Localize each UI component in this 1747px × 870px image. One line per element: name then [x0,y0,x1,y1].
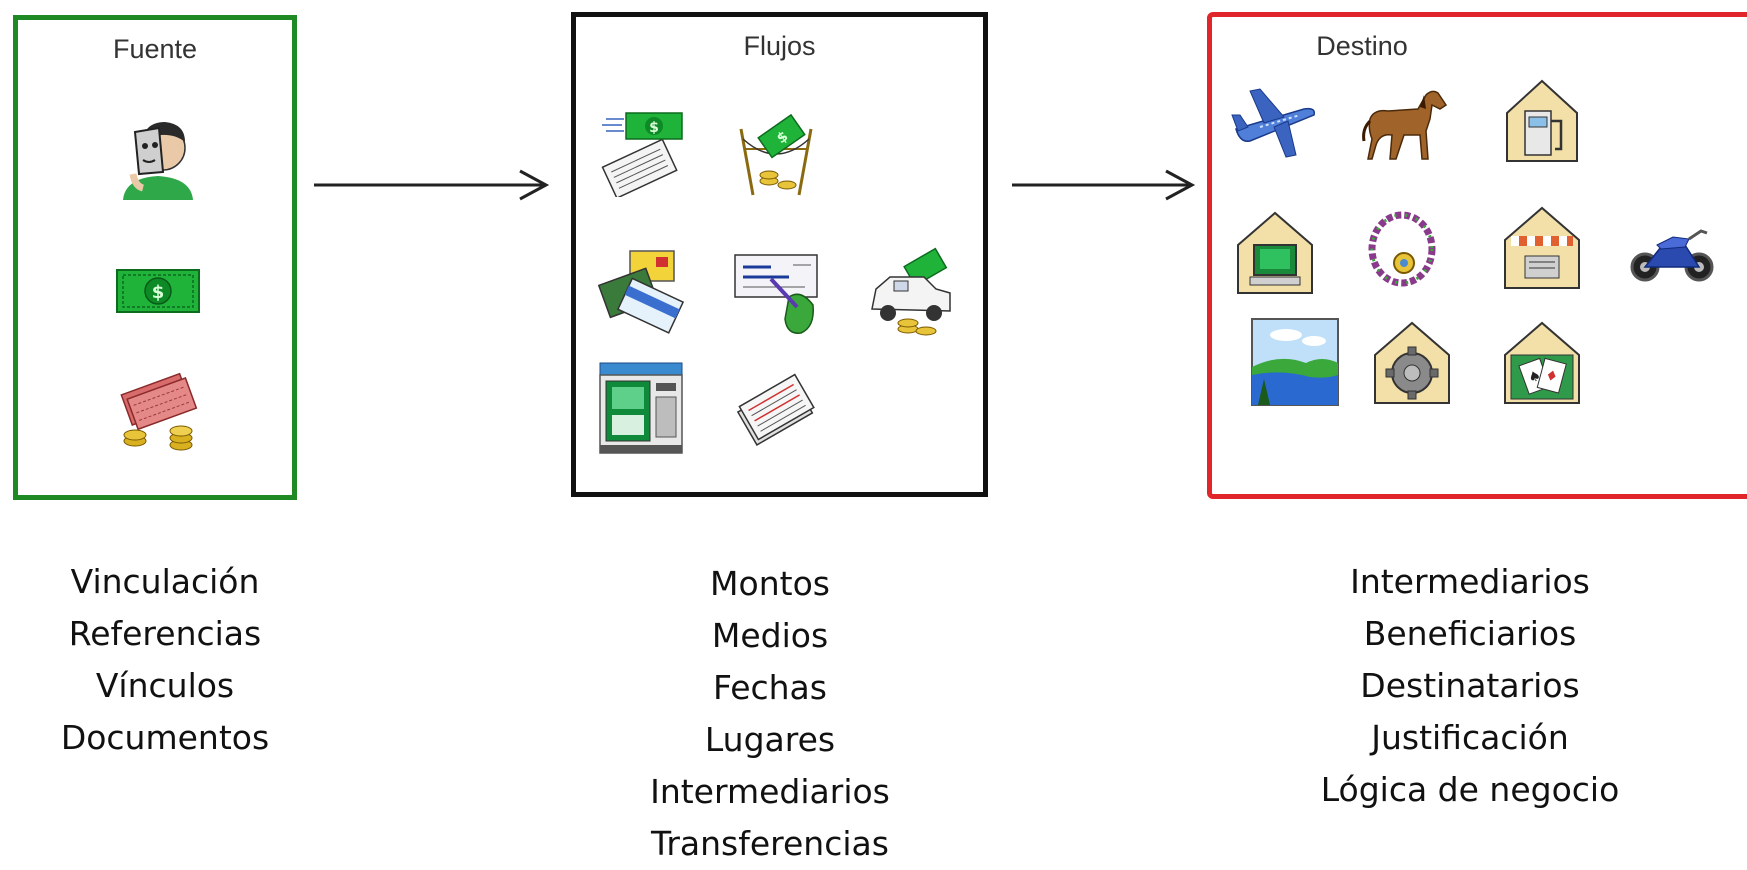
casino-house-icon: ♠ ♦ [1497,317,1587,407]
stock-certificates-icon [731,367,821,457]
person-mask-icon [113,112,203,202]
caption-item: Destinatarios [1360,666,1580,705]
gas-station-icon [1497,75,1587,165]
caption-item: Fechas [713,668,827,707]
caption-item: Vinculación [70,562,260,601]
panel-title-destino: Destino [1316,31,1408,61]
factory-gear-icon [1367,317,1457,407]
armored-car-money-icon [866,247,956,337]
panel-flujos: Flujos $ $ [571,12,988,497]
svg-text:$: $ [649,120,659,136]
caption-item: Vínculos [95,666,235,705]
caption-item: Lugares [704,720,836,759]
panel-title-flujos: Flujos [743,31,816,61]
motorcycle-icon [1627,209,1717,299]
arrow-fuente-to-flujos [314,169,550,201]
arrow-flujos-to-destino [1012,169,1196,201]
landscape-painting-icon [1250,317,1340,407]
svg-text:$: $ [152,282,165,303]
svg-text:♦: ♦ [1543,367,1559,386]
panel-fuente: Fuente $ [13,15,297,500]
caption-item: Montos [710,564,830,603]
dollar-bill-icon: $ [113,255,203,325]
caption-fuente: Vinculación Referencias Vínculos Documen… [10,556,320,764]
caption-item: Transferencias [651,824,889,863]
caption-item: Beneficiarios [1363,614,1577,653]
money-transfer-tower-icon: $ [731,109,821,199]
caption-item: Referencias [68,614,262,653]
payment-cards-icon [596,245,686,335]
caption-item: Lógica de negocio [1320,770,1620,809]
atm-machine-icon [596,357,686,457]
caption-item: Medios [711,616,829,655]
panel-title-fuente: Fuente [112,34,198,64]
horse-icon [1360,79,1450,169]
caption-destino: Intermediarios Beneficiarios Destinatari… [1290,556,1650,816]
caption-item: Intermediarios [1350,562,1590,601]
shop-house-icon [1497,202,1587,292]
check-signing-icon [731,249,821,339]
jewelry-necklace-icon [1360,205,1450,295]
panel-destino: Destino [1207,12,1747,499]
airplane-icon [1230,77,1320,167]
caption-item: Intermediarios [650,772,890,811]
caption-flujos: Montos Medios Fechas Lugares Intermediar… [610,558,930,870]
caption-item: Documentos [60,718,270,757]
cash-documents-icon: $ [596,107,686,197]
computer-house-icon [1230,207,1320,297]
money-stack-coins-icon [113,365,203,455]
caption-item: Justificación [1371,718,1569,757]
